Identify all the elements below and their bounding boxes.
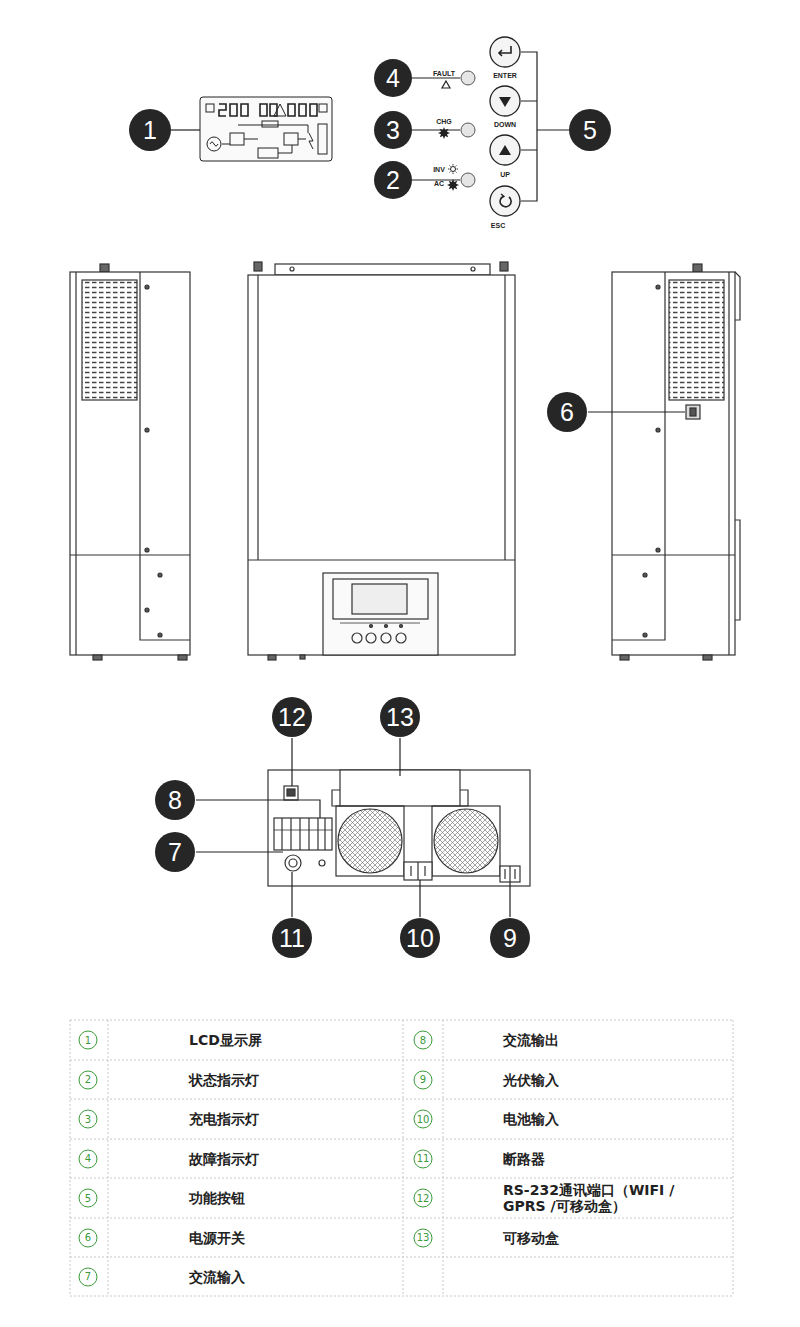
- callout-number: 9: [490, 918, 530, 958]
- table-number: 7: [79, 1267, 98, 1286]
- table-number: 6: [79, 1228, 98, 1247]
- callout-text: 1: [143, 118, 157, 143]
- callout-number: 8: [155, 780, 195, 820]
- callout-text: 2: [386, 168, 400, 193]
- button-label: FAULT: [433, 70, 455, 77]
- table-cell: 交流输入: [189, 1268, 245, 1284]
- table-number: 2: [79, 1070, 98, 1089]
- table-cell: 故障指示灯: [189, 1150, 259, 1166]
- bottom-view: [268, 770, 530, 886]
- table-number: 9: [414, 1070, 433, 1089]
- side-view-left: [70, 264, 190, 660]
- table-number: 12: [414, 1189, 433, 1208]
- callout-text: 4: [386, 66, 400, 91]
- table-number: 4: [79, 1149, 98, 1168]
- table-cell: 状态指示灯: [189, 1071, 259, 1087]
- table-cell: 光伏输入: [503, 1071, 559, 1087]
- indicator-leds: [412, 71, 475, 191]
- callout-text: 3: [386, 118, 400, 143]
- callout-number: 2: [374, 161, 412, 199]
- table-number: 5: [79, 1189, 98, 1208]
- table-cell: RS-232通讯端口（WIFI / GPRS /可移动盒）: [503, 1182, 718, 1214]
- callout-number: 4: [374, 59, 412, 97]
- lcd-icon: [200, 97, 332, 161]
- front-view: [248, 262, 515, 660]
- callout-number: 7: [155, 832, 195, 872]
- button-label: INV: [433, 166, 445, 173]
- table-cell: 可移动盒: [503, 1229, 559, 1245]
- callout-text: 9: [503, 926, 517, 951]
- table-number: 10: [414, 1110, 433, 1129]
- callout-number: 11: [272, 918, 312, 958]
- table-grid: [70, 1020, 733, 1296]
- table-cell: 断路器: [503, 1150, 545, 1166]
- callout-text: 10: [406, 926, 434, 951]
- callout-text: 8: [168, 788, 182, 813]
- callout-number: 3: [374, 111, 412, 149]
- callout-text: 11: [279, 926, 305, 951]
- leader-lines: [196, 738, 510, 917]
- callout-number: 1: [129, 109, 171, 151]
- callout-text: 5: [583, 118, 597, 143]
- function-buttons: [490, 37, 569, 216]
- table-number: 1: [79, 1031, 98, 1050]
- callout-number: 10: [400, 918, 440, 958]
- table-cell: 交流输出: [503, 1032, 559, 1048]
- button-label: CHG: [436, 118, 452, 125]
- table-number: 8: [414, 1031, 433, 1050]
- side-view-right: [612, 264, 740, 660]
- callout-text: 13: [386, 705, 414, 730]
- table-number: 11: [414, 1149, 433, 1168]
- leader-line: [588, 411, 685, 412]
- button-label: ENTER: [493, 72, 517, 79]
- callout-number: 12: [272, 697, 312, 737]
- button-label: ESC: [491, 222, 505, 229]
- table-cell: 电源开关: [189, 1229, 245, 1245]
- leader-line: [171, 129, 200, 130]
- table-cell: 充电指示灯: [189, 1111, 259, 1127]
- callout-text: 12: [278, 705, 306, 730]
- table-cell: 功能按钮: [189, 1190, 245, 1206]
- table-number: 13: [414, 1228, 433, 1247]
- callout-number: 5: [569, 109, 611, 151]
- callout-text: 6: [560, 400, 574, 425]
- button-label: AC: [434, 180, 444, 187]
- table-cell: 电池输入: [503, 1111, 559, 1127]
- button-label: DOWN: [494, 121, 516, 128]
- button-label: UP: [500, 171, 510, 178]
- callout-number: 13: [380, 697, 420, 737]
- callout-text: 7: [168, 840, 182, 865]
- callout-number: 6: [547, 392, 587, 432]
- table-number: 3: [79, 1110, 98, 1129]
- table-cell: LCD显示屏: [189, 1032, 262, 1048]
